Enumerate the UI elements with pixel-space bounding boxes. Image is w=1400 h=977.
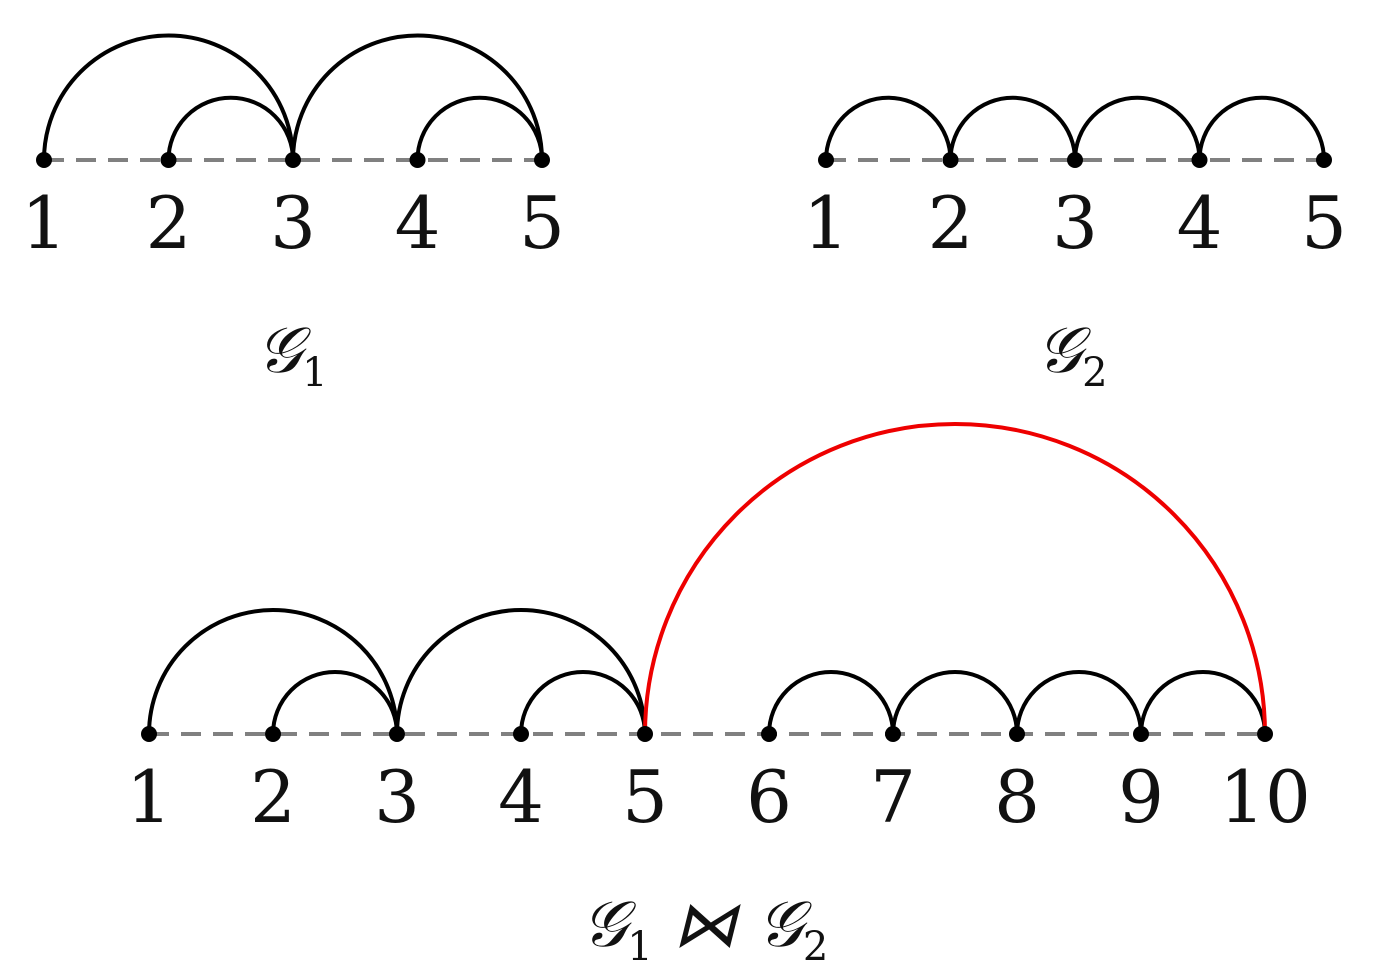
node-label-8: 8 [994, 755, 1040, 839]
node-5 [637, 726, 653, 742]
caption-g2: 𝒢2 [1036, 314, 1107, 396]
node-label-9: 9 [1118, 755, 1164, 839]
edge-9-10 [1139, 670, 1267, 736]
node-label-4: 4 [395, 181, 441, 265]
edge-4-5 [519, 670, 647, 736]
caption-join: 𝒢1 ⋈ 𝒢2 [582, 888, 829, 970]
edge-1-3 [42, 33, 295, 162]
node-label-7: 7 [870, 755, 916, 839]
node-8 [1009, 726, 1025, 742]
node-label-2: 2 [146, 181, 192, 265]
node-label-5: 5 [1301, 181, 1347, 265]
node-label-3: 3 [270, 181, 316, 265]
join-edge-5-10 [643, 422, 1267, 736]
node-label-4: 4 [1177, 181, 1223, 265]
edge-1-3 [147, 608, 399, 736]
node-7 [885, 726, 901, 742]
node-1 [36, 152, 52, 168]
node-3 [389, 726, 405, 742]
node-5 [1316, 152, 1332, 168]
node-3 [285, 152, 301, 168]
node-2 [265, 726, 281, 742]
node-1 [818, 152, 834, 168]
node-10 [1257, 726, 1273, 742]
node-label-3: 3 [374, 755, 420, 839]
caption-g1: 𝒢1 [256, 314, 327, 396]
node-2 [942, 152, 959, 168]
edge-7-8 [891, 670, 1019, 736]
node-6 [761, 726, 777, 742]
node-label-1: 1 [803, 181, 849, 265]
node-label-3: 3 [1052, 181, 1098, 265]
node-5 [534, 152, 550, 168]
node-4 [1191, 152, 1208, 168]
edge-2-3 [166, 95, 295, 162]
edge-6-7 [767, 670, 895, 736]
node-label-10: 10 [1219, 755, 1311, 839]
edge-8-9 [1015, 670, 1143, 736]
node-4 [409, 152, 426, 168]
node-3 [1067, 152, 1083, 168]
edge-3-4 [1073, 95, 1202, 162]
node-label-6: 6 [746, 755, 792, 839]
node-label-4: 4 [498, 755, 544, 839]
edge-1-2 [824, 95, 953, 162]
node-label-1: 1 [21, 181, 67, 265]
node-label-5: 5 [622, 755, 668, 839]
node-9 [1133, 726, 1149, 742]
edge-4-5 [415, 95, 544, 162]
edge-3-5 [291, 33, 544, 162]
edge-2-3 [271, 670, 399, 736]
edge-2-3 [948, 95, 1077, 162]
node-4 [513, 726, 529, 742]
node-2 [160, 152, 177, 168]
edge-4-5 [1197, 95, 1326, 162]
node-label-1: 1 [126, 755, 172, 839]
edge-3-5 [395, 608, 647, 736]
node-1 [141, 726, 157, 742]
node-label-2: 2 [250, 755, 296, 839]
node-label-5: 5 [519, 181, 565, 265]
node-label-2: 2 [928, 181, 974, 265]
